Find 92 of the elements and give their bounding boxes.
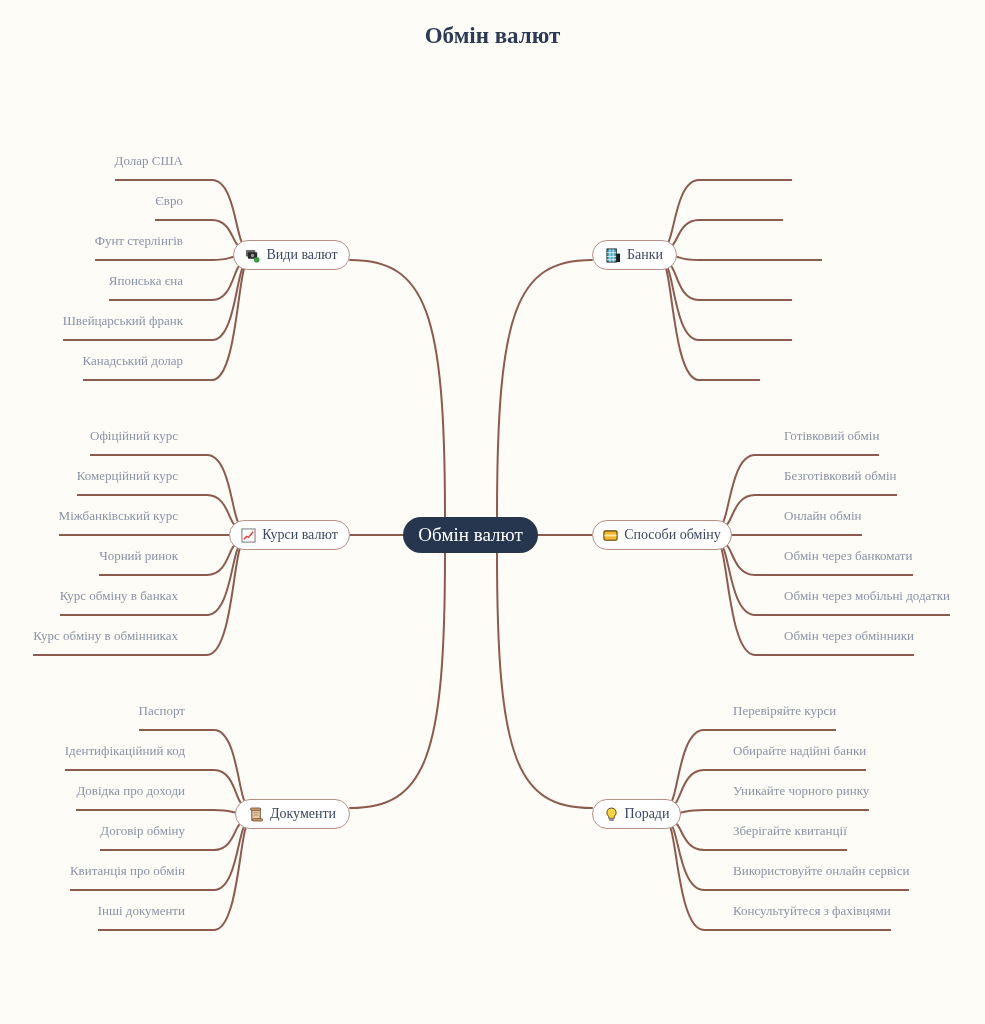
subtopic: Квитанція про обмін: [69, 863, 185, 891]
branch-line: [184, 826, 245, 891]
branch-line: [349, 552, 446, 809]
subtopic: Офіційний курс: [90, 428, 178, 456]
topic-node: [592, 240, 677, 270]
branch-line: [671, 826, 734, 891]
subtopic: Обмін через банкомати: [784, 548, 913, 576]
diagram-title: Обмін валют: [424, 22, 561, 50]
subtopic: Перевіряйте курси: [733, 703, 837, 731]
subtopic: Японська єна: [108, 273, 183, 301]
branch-line: [722, 454, 785, 523]
topic-node: [233, 240, 350, 270]
topic-label: Курси валют: [262, 527, 338, 543]
subtopic: Обирайте надійні банки: [733, 743, 867, 771]
branch-line: [182, 265, 240, 301]
branch-line: [665, 268, 729, 381]
topic-label: Способи обміну: [624, 527, 721, 543]
subtopic: Курс обміну в банках: [59, 588, 178, 616]
branch-line: [177, 548, 241, 656]
branch-line: [184, 769, 242, 804]
branch-line: [675, 256, 729, 261]
topic-node: [592, 799, 681, 829]
branch-line: [726, 494, 785, 526]
branch-line: [177, 545, 235, 576]
subtopic: Довідка про доходи: [76, 783, 185, 811]
branch-line: [177, 454, 239, 523]
subtopic: Використовуйте онлайн сервіси: [733, 863, 910, 891]
branch-line: [182, 179, 243, 243]
topic-label: Банки: [626, 247, 663, 263]
subtopic: Фунт стерлінгів: [94, 233, 183, 261]
branch-line: [674, 769, 734, 804]
branch-line: [184, 809, 237, 814]
subtopic: Безготівковий обмін: [784, 468, 897, 496]
branch-line: [496, 552, 593, 809]
subtopic: Інші документи: [97, 903, 185, 931]
branch-line: [675, 823, 734, 851]
branch-line: [537, 534, 593, 536]
subtopic: Швейцарський франк: [62, 313, 183, 341]
branch-line: [671, 219, 729, 246]
branch-line: [726, 544, 785, 576]
branch-line: [182, 219, 239, 246]
branch-line: [720, 548, 785, 656]
topic-node: [592, 520, 732, 550]
branch-line: [184, 827, 247, 931]
underline-mark: [728, 219, 783, 221]
subtopic: Євро: [155, 193, 183, 221]
branch-line: [182, 268, 245, 381]
branch-line: [177, 534, 230, 536]
subtopic: Канадський долар: [82, 353, 183, 381]
subtopic: Обмін через мобільні додатки: [784, 588, 950, 616]
branch-line: [349, 534, 404, 536]
central-topic: Обмін валют: [403, 517, 538, 553]
underline-mark: [728, 179, 792, 181]
branch-line: [669, 827, 734, 931]
branch-line: [496, 259, 593, 518]
topic-node: [235, 799, 350, 829]
subtopic: Курс обміну в обмінниках: [33, 628, 178, 656]
branch-line: [667, 267, 729, 341]
subtopic: Ідентифікаційний код: [64, 743, 185, 771]
subtopic: Долар США: [114, 153, 183, 181]
branch-line: [182, 256, 235, 261]
topic-label: Види валют: [266, 247, 338, 263]
branch-line: [182, 267, 244, 341]
subtopic: Обмін через обмінники: [784, 628, 914, 656]
branch-line: [349, 259, 446, 518]
subtopic: Комерційний курс: [76, 468, 178, 496]
branch-line: [671, 729, 734, 802]
subtopic: Готівковий обмін: [784, 428, 880, 456]
branch-line: [679, 809, 734, 814]
underline-mark: [728, 379, 760, 381]
subtopic: Міжбанківський курс: [58, 508, 178, 536]
subtopic: Зберігайте квитанції: [733, 823, 847, 851]
branch-line: [177, 494, 235, 525]
branch-line: [731, 534, 785, 536]
subtopic: Паспорт: [138, 703, 185, 731]
branch-line: [670, 265, 729, 301]
subtopic: Онлайн обмін: [784, 508, 862, 536]
subtopic: Чорний ринок: [99, 548, 178, 576]
branch-line: [667, 179, 729, 243]
topic-node: [229, 520, 350, 550]
subtopic: Консультуйтеся з фахівцями: [733, 903, 891, 931]
topic-label: Поради: [624, 806, 670, 822]
branch-line: [722, 547, 785, 616]
underline-mark: [728, 259, 822, 261]
underline-mark: [728, 339, 792, 341]
topic-label: Документи: [269, 806, 337, 822]
branch-line: [177, 547, 239, 616]
underline-mark: [728, 299, 792, 301]
branch-line: [184, 823, 241, 851]
branch-line: [184, 729, 246, 802]
subtopic: Договір обміну: [100, 823, 185, 851]
subtopic: Уникайте чорного ринку: [733, 783, 870, 811]
